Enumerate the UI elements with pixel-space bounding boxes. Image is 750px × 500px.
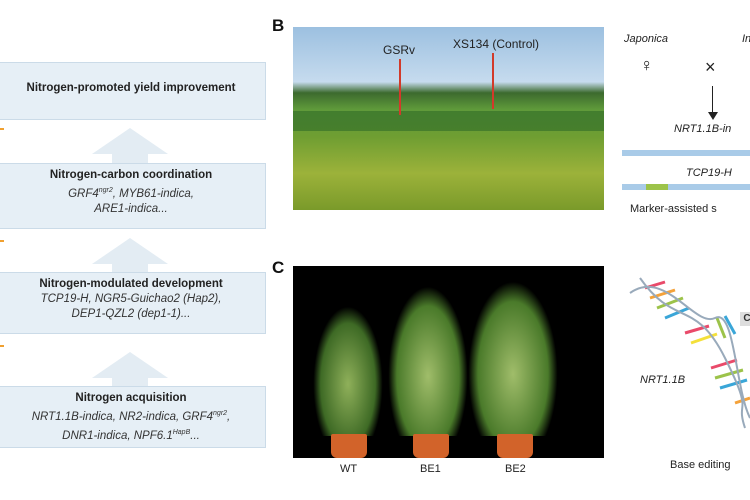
cross-icon: × [705,57,716,77]
arrow-shaft [112,376,148,388]
marker-tick [0,345,4,347]
box-title: Nitrogen-modulated development [39,278,223,290]
gene-line: ARE1-indica... [94,202,168,215]
pot [331,434,367,458]
box-title: Nitrogen-promoted yield improvement [26,82,236,94]
chromosome-bar [622,150,750,156]
red-arrow-icon [492,53,494,109]
gene-label-nrt: NRT1.1B-in [674,123,732,135]
marker-tick [0,128,4,130]
gene-label-tcp: TCP19-H [686,167,732,179]
pot-label-be2: BE2 [505,463,526,475]
box-nitrogen-acquisition: Nitrogen acquisition NRT1.1B-indica, NR2… [0,386,266,448]
down-arrow-icon [712,86,713,114]
parent-indica: In [742,33,750,45]
gene-line: NRT1.1B-indica, NR2-indica, GRF4ngr2, [31,410,231,423]
parent-japonica: Japonica [624,33,669,45]
female-icon: ♀ [640,55,654,75]
pot-label-be1: BE1 [420,463,441,475]
gene-line: DNR1-indica, NPF6.1HapB... [62,428,200,442]
introgression-segment [646,184,668,190]
pot-label-wt: WT [340,463,358,475]
field-row [293,111,604,131]
marker-tick [0,240,4,242]
arrowhead [708,112,718,120]
cas-tag: C [740,312,750,326]
panel-label-b: B [272,16,285,35]
marker-assisted-caption: Marker-assisted s [630,203,717,215]
gene-line: GRF4ngr2, MYB61-indica, [68,187,194,200]
up-arrow-icon [92,128,168,154]
gene-line: DEP1-QZL2 (dep1-1)... [71,308,191,320]
panel-label-c: C [272,258,285,277]
field-label-gsrv: GSRv [383,43,416,57]
plant-be1 [388,286,468,436]
up-arrow-icon [92,352,168,378]
base-editing-caption: Base editing [670,459,731,471]
box-title: Nitrogen-carbon coordination [49,169,213,181]
pot [413,434,449,458]
red-arrow-icon [399,59,401,115]
dna-helix-icon [629,277,750,429]
gene-line: TCP19-H, NGR5-Guichao2 (Hap2), [40,293,222,305]
chromosome-bar [622,184,750,190]
box-title: Nitrogen acquisition [75,392,187,404]
box-nitrogen-carbon: Nitrogen-carbon coordination GRF4ngr2, M… [0,163,266,229]
box-nitrogen-development: Nitrogen-modulated development TCP19-H, … [0,272,266,334]
field-photo: GSRv XS134 (Control) [293,27,604,210]
field-label-control: XS134 (Control) [453,37,540,51]
arrow-shaft [112,152,148,164]
arrow-shaft [112,262,148,274]
plant-photo [293,266,604,458]
gene-label-nrt11b: NRT1.1B [640,374,686,386]
plant-be2 [468,281,558,436]
plant-wt [313,306,383,436]
up-arrow-icon [92,238,168,264]
box-yield-improvement: Nitrogen-promoted yield improvement [0,62,266,120]
pot [497,434,533,458]
